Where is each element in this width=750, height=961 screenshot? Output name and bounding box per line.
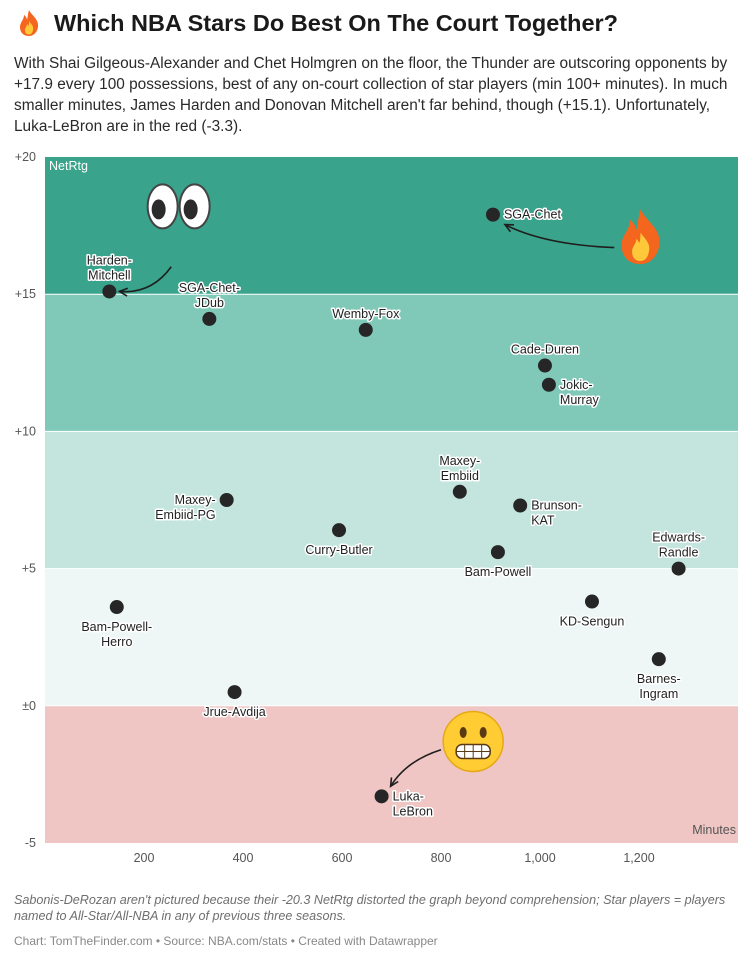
- data-point: [374, 789, 389, 804]
- data-point: [452, 484, 467, 499]
- x-tick-label: 1,000: [524, 851, 555, 865]
- x-tick-label: 600: [332, 851, 353, 865]
- point-label: Jokic-Murray: [560, 378, 600, 407]
- data-point: [584, 594, 599, 609]
- arrow-eyes: [119, 266, 172, 293]
- grimace-icon: [442, 710, 504, 773]
- arrow-fire: [504, 223, 615, 249]
- data-point: [102, 284, 117, 299]
- point-label: Curry-Butler: [305, 543, 372, 557]
- band-1: [45, 294, 738, 432]
- point-label: Barnes-Ingram: [637, 672, 681, 701]
- point-label: Edwards-Randle: [652, 531, 705, 560]
- data-point: [219, 493, 234, 507]
- point-label: Bam-Powell: [465, 565, 532, 579]
- title-row: Which NBA Stars Do Best On The Court Tog…: [14, 8, 618, 38]
- arrow-eyes-head: [117, 287, 129, 297]
- data-point: [202, 311, 217, 326]
- data-point: [671, 561, 686, 576]
- x-tick-label: 200: [134, 851, 155, 865]
- point-label: Luka-LeBron: [393, 789, 433, 818]
- data-point: [358, 322, 373, 337]
- x-tick-label: 800: [431, 851, 452, 865]
- data-point: [490, 545, 505, 560]
- point-label: KD-Sengun: [560, 615, 625, 629]
- data-point: [651, 652, 666, 667]
- point-label: SGA-Chet-JDub: [179, 281, 240, 310]
- data-point: [485, 207, 500, 222]
- point-label: Jrue-Avdija: [203, 705, 265, 719]
- point-label: Brunson-KAT: [531, 498, 582, 527]
- point-label: Cade-Duren: [511, 343, 579, 357]
- page-title: Which NBA Stars Do Best On The Court Tog…: [54, 9, 619, 36]
- eyes-icon: [146, 183, 211, 230]
- data-point: [537, 358, 552, 373]
- arrow-fire-head: [503, 223, 514, 233]
- footnote: Sabonis-DeRozan aren't pictured because …: [14, 893, 726, 923]
- point-label: Maxey-Embiid: [439, 454, 480, 483]
- y-tick-label: +5: [22, 562, 36, 576]
- band-4: [45, 705, 738, 843]
- data-point: [227, 685, 242, 700]
- y-tick-label: +20: [15, 150, 36, 164]
- y-tick-label: +15: [15, 287, 36, 301]
- data-point: [332, 523, 347, 538]
- x-tick-label: 1,200: [623, 851, 654, 865]
- fire-icon: [14, 8, 44, 38]
- y-axis-label: NetRtg: [49, 159, 88, 173]
- y-tick-label: -5: [25, 836, 36, 850]
- data-point: [109, 600, 124, 615]
- y-tick-label: +10: [15, 424, 36, 438]
- point-label: Harden-Mitchell: [87, 253, 132, 282]
- point-label: SGA-Chet: [504, 208, 561, 222]
- data-point: [513, 498, 528, 513]
- subtitle: With Shai Gilgeous-Alexander and Chet Ho…: [14, 55, 728, 135]
- point-label: Maxey-Embiid-PG: [155, 493, 215, 522]
- point-label: Bam-Powell-Herro: [81, 620, 152, 649]
- fire-icon: [621, 209, 660, 265]
- band-3: [45, 568, 738, 706]
- arrow-grimace: [389, 748, 442, 787]
- point-label: Wemby-Fox: [332, 307, 400, 321]
- data-point: [541, 377, 556, 392]
- y-tick-label: ±0: [22, 699, 36, 713]
- credit-line: Chart: TomTheFinder.com • Source: NBA.co…: [14, 934, 438, 948]
- x-tick-label: 400: [233, 851, 254, 865]
- x-axis-label: Minutes: [692, 823, 736, 837]
- band-2: [45, 431, 738, 569]
- scatter-chart: +20 +15 +10 +5 ±0 -5 200 400 600 800 1,000 1,200 Net…: [15, 150, 738, 865]
- arrow-grimace-head: [389, 777, 399, 788]
